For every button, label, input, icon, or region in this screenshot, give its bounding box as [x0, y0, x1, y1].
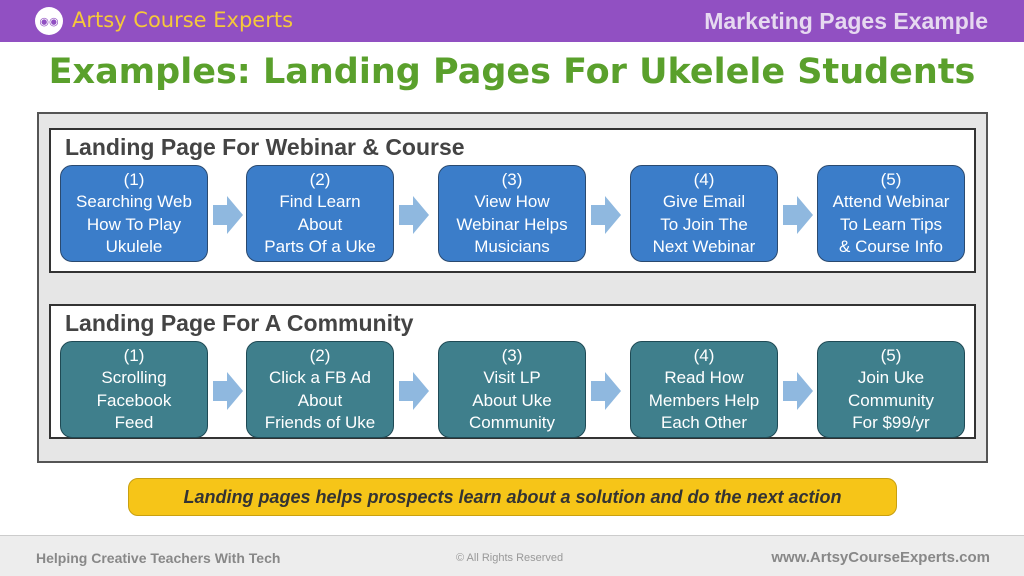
- step-line: To Learn Tips: [839, 214, 943, 234]
- step-line: Read How: [664, 368, 744, 387]
- step-line: For $99/yr: [852, 413, 930, 432]
- step-line: (1): [123, 169, 145, 189]
- step-line: Click a FB Ad: [268, 368, 372, 387]
- step-line: Members Help: [648, 390, 760, 410]
- step-box: (5) Attend Webinar To Learn Tips & Course I…: [817, 165, 965, 262]
- footer-tagline: Helping Creative Teachers With Tech: [36, 550, 281, 566]
- step-line: Each Other: [661, 413, 747, 432]
- step-line: (5): [880, 345, 902, 365]
- step-line: Visit LP: [483, 368, 541, 387]
- step-line: Parts Of a Uke: [264, 237, 376, 256]
- step-line: (3): [501, 345, 523, 365]
- step-line: About Uke: [472, 390, 552, 410]
- step-line: Webinar Helps: [456, 214, 568, 234]
- header-bar: ◉◉ Artsy Course Experts Marketing Pages …: [0, 0, 1024, 42]
- step-line: Searching Web: [76, 192, 192, 211]
- step-line: Musicians: [474, 237, 550, 256]
- step-line: About: [297, 390, 343, 410]
- summary-banner: Landing pages helps prospects learn abou…: [128, 478, 897, 516]
- step-line: & Course Info: [839, 237, 943, 256]
- step-line: (3): [501, 169, 523, 189]
- step-line: (2): [309, 345, 331, 365]
- step-line: (4): [693, 345, 715, 365]
- glasses-icon: ◉◉: [35, 7, 63, 35]
- page-title: Examples: Landing Pages For Ukelele Stud…: [48, 52, 976, 92]
- step-line: Find Learn: [279, 192, 361, 211]
- step-line: To Join The: [660, 214, 748, 234]
- step-line: About: [297, 214, 343, 234]
- footer-website-link[interactable]: www.ArtsyCourseExperts.com: [771, 549, 990, 566]
- step-line: Next Webinar: [652, 237, 756, 256]
- step-line: Give Email: [662, 192, 746, 211]
- step-line: Facebook: [96, 390, 172, 410]
- footer: Helping Creative Teachers With Tech © Al…: [0, 535, 1024, 576]
- section-title: Landing Page For A Community: [65, 310, 414, 336]
- step-line: Join Uke: [857, 368, 925, 387]
- step-line: How To Play: [86, 214, 182, 234]
- brand-name: Artsy Course Experts: [72, 8, 294, 32]
- step-line: Feed: [114, 413, 154, 432]
- step-line: (4): [693, 169, 715, 189]
- section-title: Landing Page For Webinar & Course: [65, 134, 465, 160]
- step-line: Community: [848, 390, 934, 410]
- footer-copyright: © All Rights Reserved: [456, 552, 564, 564]
- step-line: Community: [469, 413, 555, 432]
- step-line: View How: [474, 192, 550, 211]
- header-title: Marketing Pages Example: [704, 8, 988, 34]
- step-line: Scrolling: [101, 368, 167, 387]
- step-line: Ukulele: [105, 237, 163, 256]
- step-line: (1): [123, 345, 145, 365]
- step-line: Attend Webinar: [832, 192, 950, 211]
- step-line: (5): [880, 169, 902, 189]
- step-line: Friends of Uke: [264, 413, 376, 432]
- step-line: (2): [309, 169, 331, 189]
